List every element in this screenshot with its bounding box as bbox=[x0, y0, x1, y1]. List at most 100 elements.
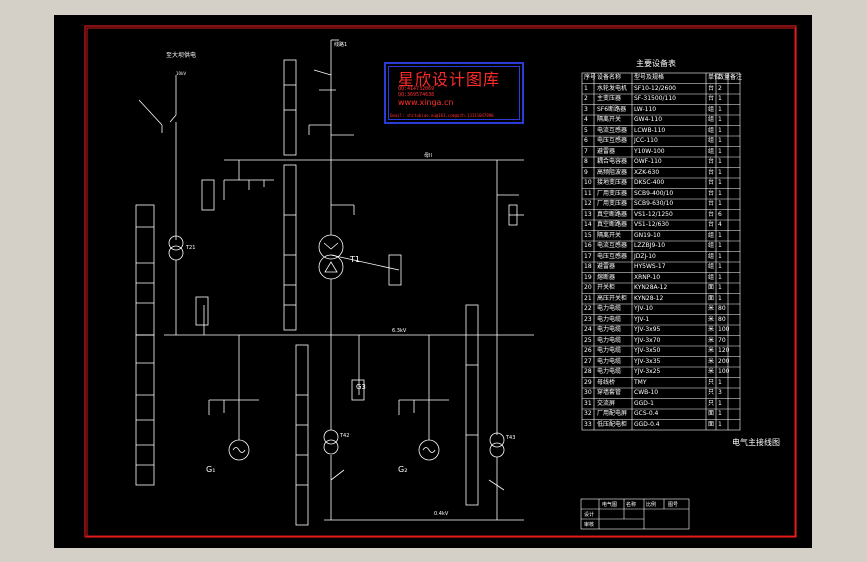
table-cell: LZZBJ9-10 bbox=[634, 242, 666, 249]
table-cell: 15 bbox=[584, 231, 592, 239]
table-cell: 21 bbox=[584, 294, 592, 302]
table-cell: YJV-3x50 bbox=[634, 347, 661, 354]
table-cell: GCS-0.4 bbox=[634, 410, 659, 417]
table-cell: XZK-630 bbox=[634, 168, 660, 176]
table-cell: 12 bbox=[584, 200, 592, 207]
t42-label: T42 bbox=[340, 433, 350, 439]
bus-label-upper: 母II bbox=[424, 153, 432, 159]
watermark-email: Email: shitubiao.eu@163.com@Lth:13111047… bbox=[390, 113, 494, 118]
table-cell: SCB9-400/10 bbox=[634, 189, 674, 197]
table-cell: 真空断路器 bbox=[597, 210, 628, 218]
table-cell: 27 bbox=[584, 357, 592, 365]
t1-label: T1 bbox=[350, 255, 360, 264]
table-cell: 11 bbox=[584, 189, 592, 197]
table-cell: 米 bbox=[708, 315, 715, 323]
table-cell: 2 bbox=[584, 95, 588, 102]
table-cell: 1 bbox=[718, 273, 722, 281]
table-cell: 19 bbox=[584, 273, 592, 281]
inner-border bbox=[86, 27, 796, 537]
table-cell: 14 bbox=[584, 221, 592, 228]
table-cell: 1 bbox=[718, 231, 722, 239]
table-cell: VS1-12/630 bbox=[634, 221, 670, 228]
table-cell: 交流屏 bbox=[597, 399, 616, 407]
table-cell: 台 bbox=[708, 95, 715, 102]
table-cell: 1 bbox=[718, 410, 722, 417]
table-cell: 电力电缆 bbox=[597, 326, 622, 333]
table-cell: 接地变压器 bbox=[597, 179, 628, 186]
bus-label-middle: 6.3kV bbox=[392, 328, 407, 334]
table-cell: 厂用变压器 bbox=[597, 189, 628, 197]
title-block-name: 电气图 bbox=[602, 502, 618, 508]
table-cell: 电力电缆 bbox=[597, 357, 622, 365]
table-header-cell: 型号及规格 bbox=[634, 74, 665, 81]
table-cell: 组 bbox=[708, 263, 715, 270]
table-cell: Y10W-100 bbox=[634, 147, 665, 155]
table-cell: 1 bbox=[718, 420, 722, 428]
table-cell: 16 bbox=[584, 242, 592, 249]
table-cell: 高频阻波器 bbox=[597, 168, 628, 176]
t43-winding-2 bbox=[489, 442, 505, 458]
table-cell: 只 bbox=[708, 399, 715, 407]
table-header-cell: 备注 bbox=[730, 74, 743, 81]
table-cell: 1 bbox=[718, 95, 722, 102]
table-cell: 25 bbox=[584, 336, 592, 344]
table-header-cell: 单位 bbox=[708, 74, 721, 81]
table-cell: 母线桥 bbox=[597, 378, 616, 386]
watermark-inner-frame bbox=[388, 66, 520, 120]
table-cell: 1 bbox=[718, 105, 722, 113]
table-cell: JCC-110 bbox=[634, 137, 658, 144]
table-cell: 组 bbox=[708, 126, 715, 134]
watermark-box: 星欣设计图库 QQ:414732069 QQ:369574638 www.xin… bbox=[384, 62, 524, 124]
table-cell: CWB-10 bbox=[634, 389, 659, 396]
table-cell: XRNP-10 bbox=[634, 273, 661, 281]
table-cell: 23 bbox=[584, 315, 592, 323]
table-cell: 熔断器 bbox=[597, 273, 616, 281]
table-cell: 1 bbox=[718, 179, 722, 186]
table-cell: 电压互感器 bbox=[597, 137, 628, 144]
table-cell: 电力电缆 bbox=[597, 347, 622, 354]
table-cell: 台 bbox=[708, 221, 715, 228]
table-cell: 5 bbox=[584, 126, 588, 134]
table-cell: YJV-3x95 bbox=[634, 326, 661, 333]
t21-winding-1 bbox=[168, 235, 184, 251]
table-header-cell: 设备名称 bbox=[597, 74, 622, 81]
table-header-cell: 序号 bbox=[584, 74, 597, 81]
table-header-cell: 数量 bbox=[718, 74, 731, 81]
table-cell: 1 bbox=[718, 137, 722, 144]
table-cell: 避雷器 bbox=[597, 263, 616, 270]
title-block-header-scale: 比例 bbox=[646, 502, 657, 508]
table-cell: 32 bbox=[584, 410, 592, 417]
line-label: 线路1 bbox=[334, 42, 348, 48]
table-cell: VS1-12/1250 bbox=[634, 210, 673, 218]
table-cell: 面 bbox=[708, 294, 715, 302]
table-cell: 主变压器 bbox=[597, 95, 622, 102]
schematic-lines bbox=[135, 39, 534, 526]
table-cell: 10 bbox=[584, 179, 592, 186]
table-cell: LW-110 bbox=[634, 105, 657, 113]
table-cell: 电力电缆 bbox=[597, 315, 622, 323]
table-cell: 真空断路器 bbox=[597, 221, 628, 228]
table-cell: 4 bbox=[584, 116, 588, 123]
table-cell: 低压配电柜 bbox=[597, 420, 628, 428]
gen-2-label: G₂ bbox=[398, 465, 408, 474]
table-cell: 3 bbox=[584, 105, 588, 113]
table-cell: KYN28A-12 bbox=[634, 284, 668, 291]
table-cell: 电力电缆 bbox=[597, 305, 622, 312]
table-cell: YJV-10 bbox=[634, 305, 653, 312]
table-cell: 台 bbox=[708, 168, 715, 176]
table-cell: 1 bbox=[718, 200, 722, 207]
table-cell: 组 bbox=[708, 137, 715, 144]
watermark-website: www.xinga.cn bbox=[398, 98, 454, 107]
table-cell: YJV-3x35 bbox=[634, 357, 661, 365]
t42-winding-1 bbox=[323, 429, 339, 445]
table-cell: 1 bbox=[718, 252, 722, 260]
feeder-10kv-label: 10kV bbox=[176, 71, 187, 76]
table-cell: 组 bbox=[708, 252, 715, 260]
table-cell: 26 bbox=[584, 347, 592, 354]
table-cell: 台 bbox=[708, 210, 715, 218]
table-cell: 组 bbox=[708, 242, 715, 249]
table-cell: 穿墙套管 bbox=[597, 389, 622, 396]
table-cell: 31 bbox=[584, 399, 592, 407]
bus-label-lower: 0.4kV bbox=[434, 511, 449, 517]
table-cell: HY5WS-17 bbox=[634, 263, 666, 270]
